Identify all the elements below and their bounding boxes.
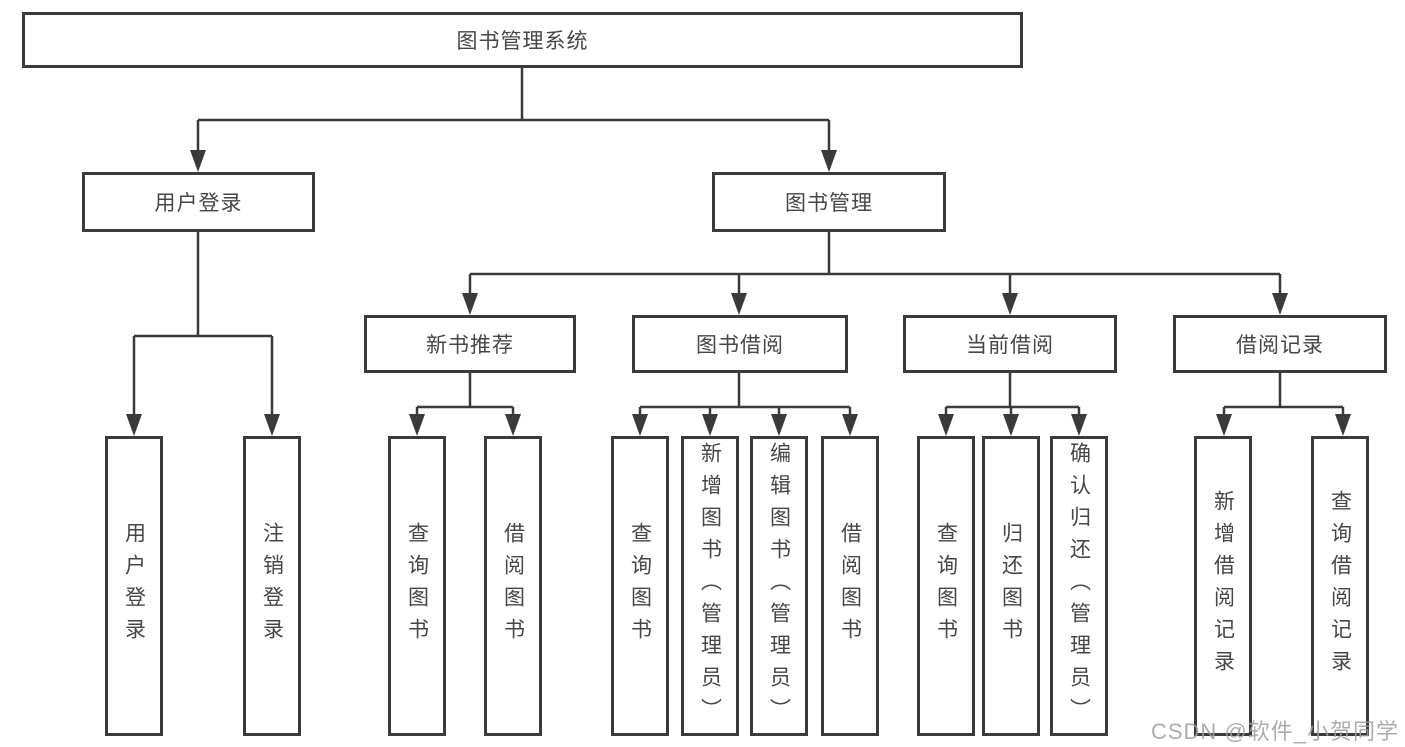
leaf-query-books-current: 查询图书 xyxy=(917,436,975,736)
node-new-book-recommend-label: 新书推荐 xyxy=(426,334,514,357)
node-current-borrow: 当前借阅 xyxy=(903,315,1117,373)
leaf-query-books-recommend-label: 查询图书 xyxy=(405,522,429,650)
leaf-borrow-books-borrow: 借阅图书 xyxy=(821,436,879,736)
leaf-add-book-admin-label: 新增图书（管理员） xyxy=(698,442,722,730)
leaf-edit-book-admin: 编辑图书（管理员） xyxy=(750,436,808,736)
node-root-system: 图书管理系统 xyxy=(22,12,1023,68)
leaf-query-books-borrow-label: 查询图书 xyxy=(628,522,652,650)
leaf-query-borrow-record-label: 查询借阅记录 xyxy=(1328,490,1352,682)
node-book-management: 图书管理 xyxy=(712,172,946,232)
leaf-return-book-label: 归还图书 xyxy=(999,522,1023,650)
leaf-edit-book-admin-label: 编辑图书（管理员） xyxy=(767,442,791,730)
tree-connector-lines xyxy=(132,68,1345,418)
node-new-book-recommend: 新书推荐 xyxy=(364,315,576,373)
node-user-login: 用户登录 xyxy=(82,172,315,232)
leaf-return-book: 归还图书 xyxy=(982,436,1040,736)
leaf-add-borrow-record: 新增借阅记录 xyxy=(1194,436,1252,736)
leaf-borrow-books-borrow-label: 借阅图书 xyxy=(838,522,862,650)
node-book-management-label: 图书管理 xyxy=(785,192,873,215)
node-root-label: 图书管理系统 xyxy=(456,30,589,53)
leaf-add-book-admin: 新增图书（管理员） xyxy=(681,436,739,736)
leaf-query-books-current-label: 查询图书 xyxy=(934,522,958,650)
leaf-logout: 注销登录 xyxy=(243,436,301,736)
node-current-borrow-label: 当前借阅 xyxy=(966,334,1054,357)
leaf-query-books-borrow: 查询图书 xyxy=(611,436,669,736)
csdn-watermark: CSDN @软件_小贺同学 xyxy=(1150,719,1399,744)
leaf-logout-label: 注销登录 xyxy=(260,522,284,650)
node-borrow-records-label: 借阅记录 xyxy=(1236,334,1324,357)
leaf-add-borrow-record-label: 新增借阅记录 xyxy=(1211,490,1235,682)
leaf-query-books-recommend: 查询图书 xyxy=(388,436,446,736)
node-book-borrow-label: 图书借阅 xyxy=(696,334,784,357)
leaf-confirm-return-admin-label: 确认归还（管理员） xyxy=(1067,442,1091,730)
leaf-borrow-books-recommend-label: 借阅图书 xyxy=(501,522,525,650)
node-book-borrow: 图书借阅 xyxy=(632,315,848,373)
leaf-query-borrow-record: 查询借阅记录 xyxy=(1311,436,1369,736)
leaf-confirm-return-admin: 确认归还（管理员） xyxy=(1050,436,1108,736)
leaf-borrow-books-recommend: 借阅图书 xyxy=(484,436,542,736)
node-borrow-records: 借阅记录 xyxy=(1173,315,1387,373)
leaf-user-login-label: 用户登录 xyxy=(122,522,146,650)
leaf-user-login: 用户登录 xyxy=(105,436,163,736)
arrowheads xyxy=(126,150,1351,436)
node-user-login-label: 用户登录 xyxy=(154,192,243,215)
